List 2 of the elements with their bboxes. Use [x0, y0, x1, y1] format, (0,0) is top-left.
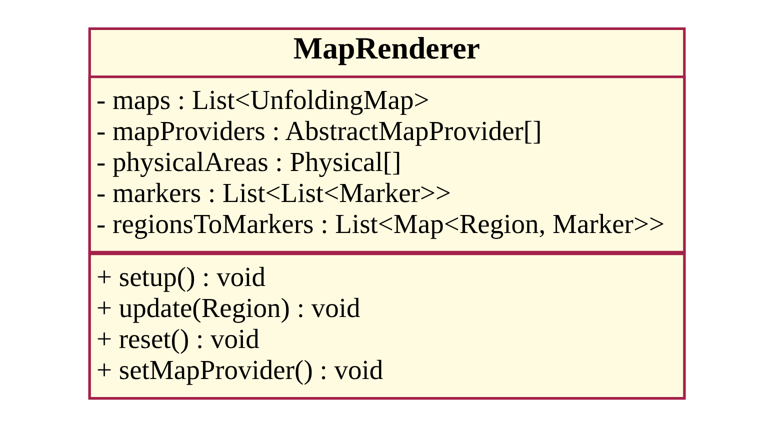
node-box: - maps : List<UnfoldingMap> - mapProviders : AbstractMapProvider[] - physicalAreas : Physical[] - markers : List<List<Marker>> - regionsToMarkers : List<Map<Region, Marker>> — [88, 76, 686, 254]
node-box: + setup() : void + update(Region) : void + reset() : void + setMapProvider() : void — [88, 252, 686, 400]
